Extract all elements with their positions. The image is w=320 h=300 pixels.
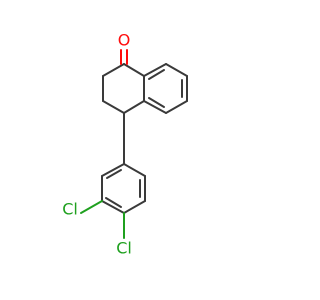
bond-c1-c8a xyxy=(123,63,145,77)
bond-p1-p2 xyxy=(101,163,125,177)
bond-p3-p4 xyxy=(101,200,125,214)
molecule-structure: O Cl Cl xyxy=(62,31,188,258)
chlorine-substituents: Cl Cl xyxy=(62,200,132,258)
bond-c5-c6 xyxy=(165,100,188,114)
bond-c4-c4a xyxy=(123,100,145,114)
bond-c7-c8 xyxy=(165,63,188,77)
oxygen-label: O xyxy=(118,31,131,50)
bond-c1-c9 xyxy=(102,63,125,77)
chlorine-label-left: Cl xyxy=(62,200,78,219)
bond-p4-p5 xyxy=(123,200,146,214)
aromatic-inner-p3-p4 xyxy=(105,197,122,208)
aromatic-inner-c4a-c5 xyxy=(148,97,165,108)
fused-benzene-ring xyxy=(143,63,188,114)
aromatic-inner-p1-p2 xyxy=(106,169,122,179)
carbonyl-group: O xyxy=(102,31,145,77)
bond-p6-p1 xyxy=(123,163,146,177)
aromatic-inner-c8-c8a xyxy=(148,69,165,80)
cyclohexanone-ring xyxy=(102,75,145,114)
bond-c4a-c5 xyxy=(143,100,167,114)
bond-c3-cl xyxy=(80,200,103,214)
dichlorophenyl-ring xyxy=(101,163,146,214)
chlorine-label-bottom: Cl xyxy=(116,239,132,258)
bond-c8-c8a xyxy=(143,63,167,77)
bond-c10-c4 xyxy=(102,100,125,114)
